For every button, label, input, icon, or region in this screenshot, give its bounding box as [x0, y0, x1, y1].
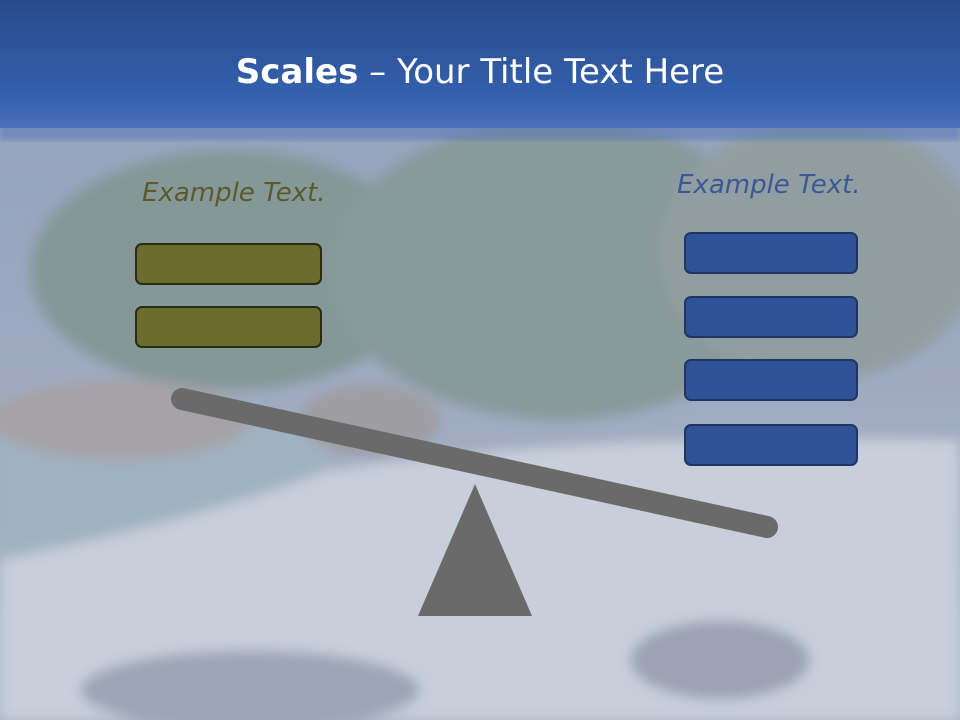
title-bold: Scales: [235, 52, 359, 92]
header-band: [0, 0, 960, 128]
scale-beam: [171, 388, 778, 538]
fulcrum-triangle: [418, 484, 532, 616]
right-example-label: Example Text.: [677, 170, 861, 200]
right-box: [684, 424, 858, 466]
left-box: [135, 243, 322, 285]
right-box: [684, 296, 858, 338]
title-rest: – Your Title Text Here: [358, 52, 725, 92]
right-box: [684, 359, 858, 401]
left-example-label: Example Text.: [142, 178, 326, 208]
left-box: [135, 306, 322, 348]
right-box: [684, 232, 858, 274]
slide-title: Scales – Your Title Text Here: [0, 52, 960, 92]
